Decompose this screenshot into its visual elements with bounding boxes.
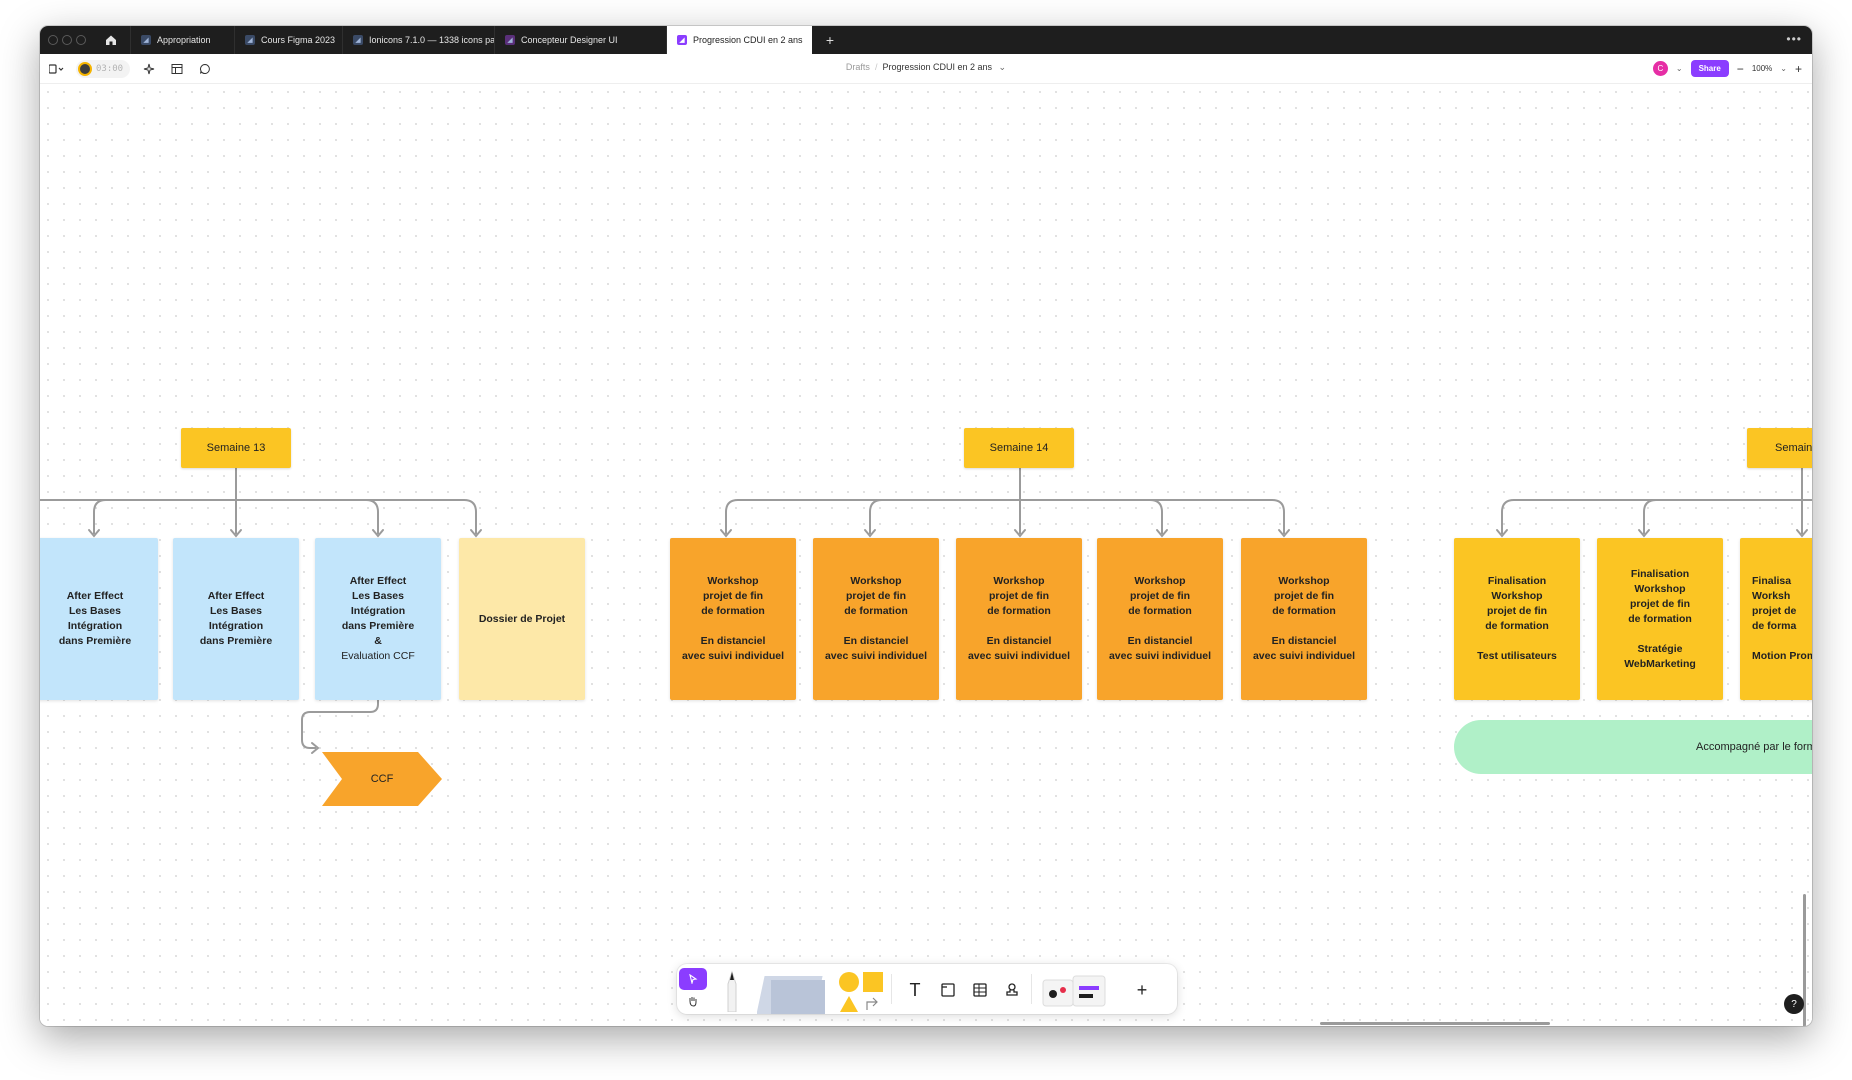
sticky-workshop-5[interactable]: Workshop projet de fin de formation En d… bbox=[1241, 538, 1367, 700]
new-tab-button[interactable]: + bbox=[825, 32, 835, 48]
sticky-finalisation-1[interactable]: Finalisation Workshop projet de fin de f… bbox=[1454, 538, 1580, 700]
sticky-after-effect-3[interactable]: After Effect Les Bases Intégration dans … bbox=[315, 538, 441, 700]
user-avatar[interactable]: C bbox=[1652, 61, 1668, 76]
week-13-header[interactable]: Semaine 13 bbox=[181, 428, 291, 468]
zoom-level[interactable]: 100% bbox=[1751, 64, 1773, 73]
select-tool-button[interactable] bbox=[679, 968, 707, 990]
comment-icon[interactable] bbox=[196, 60, 214, 78]
more-tools-button[interactable]: + bbox=[1136, 979, 1148, 1000]
section-tool-icon[interactable] bbox=[935, 976, 961, 1004]
board-canvas[interactable]: Semaine 13 Semaine 14 Semaine After Effe… bbox=[40, 84, 1812, 1026]
more-menu-icon[interactable]: ••• bbox=[1786, 32, 1802, 46]
hand-tool-icon[interactable] bbox=[679, 990, 707, 1012]
editor-toolbar: 03:00 Drafts/Progression CDUI en 2 ans ⌄… bbox=[40, 54, 1812, 84]
week-15-header[interactable]: Semaine bbox=[1747, 428, 1812, 468]
figjam-file-icon: ◢ bbox=[677, 35, 687, 45]
sticky-text-evaluation: Evaluation CCF bbox=[341, 650, 415, 662]
sticky-note-stack-icon[interactable] bbox=[757, 974, 827, 1014]
share-button[interactable]: Share bbox=[1690, 60, 1729, 77]
sticky-workshop-2[interactable]: Workshop projet de fin de formation En d… bbox=[813, 538, 939, 700]
file-name[interactable]: Progression CDUI en 2 ans bbox=[882, 62, 993, 72]
ai-sparkle-icon[interactable] bbox=[140, 60, 158, 78]
chevron-down-icon[interactable]: ⌄ bbox=[998, 62, 1007, 72]
sticky-workshop-3[interactable]: Workshop projet de fin de formation En d… bbox=[956, 538, 1082, 700]
shapes-tool-icon[interactable] bbox=[835, 970, 885, 1012]
chevron-down-icon[interactable]: ⌄ bbox=[1780, 64, 1787, 73]
tab-concepteur[interactable]: ◢ Concepteur Designer UI bbox=[494, 26, 634, 54]
week-14-header[interactable]: Semaine 14 bbox=[964, 428, 1074, 468]
sticky-workshop-4[interactable]: Workshop projet de fin de formation En d… bbox=[1097, 538, 1223, 700]
zoom-out-button[interactable]: − bbox=[1736, 61, 1744, 76]
maximize-window-button[interactable] bbox=[76, 35, 86, 45]
widgets-templates-icon[interactable] bbox=[1039, 972, 1109, 1010]
stamp-tool-icon[interactable] bbox=[999, 976, 1025, 1004]
figjam-file-icon: ◢ bbox=[353, 35, 363, 45]
figjam-file-icon: ◢ bbox=[141, 35, 151, 45]
sticky-after-effect-1[interactable]: After Effect Les Bases Intégration dans … bbox=[40, 538, 158, 700]
sticky-dossier-projet[interactable]: Dossier de Projet bbox=[459, 538, 585, 700]
chevron-down-icon[interactable]: ⌄ bbox=[1675, 64, 1683, 73]
tab-cours-figma[interactable]: ◢ Cours Figma 2023 bbox=[234, 26, 342, 54]
breadcrumb: Drafts/Progression CDUI en 2 ans ⌄ bbox=[845, 62, 1007, 72]
avatar bbox=[78, 62, 92, 76]
sticky-workshop-1[interactable]: Workshop projet de fin de formation En d… bbox=[670, 538, 796, 700]
dock-divider bbox=[1031, 974, 1032, 1004]
zoom-in-button[interactable]: + bbox=[1794, 61, 1802, 76]
connector-lines bbox=[40, 468, 1812, 754]
timer-value: 03:00 bbox=[96, 64, 124, 74]
tab-label: Cours Figma 2023 bbox=[261, 35, 336, 45]
tab-label: Progression CDUI en 2 ans bbox=[693, 35, 803, 45]
pen-tool-icon[interactable] bbox=[717, 970, 747, 1012]
help-button[interactable]: ? bbox=[1784, 994, 1804, 1014]
sticky-after-effect-2[interactable]: After Effect Les Bases Intégration dans … bbox=[173, 538, 299, 700]
text-tool-icon[interactable]: T bbox=[909, 979, 921, 1000]
sticky-finalisation-3[interactable]: Finalisa Worksh projet de de forma Motio… bbox=[1740, 538, 1812, 700]
close-window-button[interactable] bbox=[48, 35, 58, 45]
tab-bar: ◢ Appropriation ◢ Cours Figma 2023 ◢ Ion… bbox=[40, 26, 1812, 54]
tab-label: Appropriation bbox=[157, 35, 211, 45]
tab-progression[interactable]: ◢ Progression CDUI en 2 ans ✕ bbox=[666, 26, 812, 54]
timer-widget[interactable]: 03:00 bbox=[76, 60, 131, 78]
accompagnement-banner[interactable]: Accompagné par le form bbox=[1454, 720, 1812, 774]
horizontal-scrollbar[interactable] bbox=[1320, 1022, 1550, 1025]
layout-icon[interactable] bbox=[168, 60, 186, 78]
sticky-finalisation-2[interactable]: Finalisation Workshop projet de fin de f… bbox=[1597, 538, 1723, 700]
sticky-text: After Effect Les Bases Intégration dans … bbox=[341, 575, 415, 647]
figjam-window: ◢ Appropriation ◢ Cours Figma 2023 ◢ Ion… bbox=[40, 26, 1812, 1026]
table-tool-icon[interactable] bbox=[967, 976, 993, 1004]
vertical-scrollbar[interactable] bbox=[1803, 894, 1806, 1026]
figjam-file-icon: ◢ bbox=[505, 35, 515, 45]
breadcrumb-drafts[interactable]: Drafts bbox=[845, 62, 870, 72]
window-controls bbox=[48, 35, 86, 45]
creation-dock: T + bbox=[677, 964, 1177, 1014]
dock-divider bbox=[891, 974, 892, 1004]
tab-label: Concepteur Designer UI bbox=[521, 35, 618, 45]
ccf-label: CCF bbox=[370, 773, 394, 785]
tab-label: Ionicons 7.1.0 — 1338 icons pack (C bbox=[369, 35, 494, 45]
minimize-window-button[interactable] bbox=[62, 35, 72, 45]
tab-appropriation[interactable]: ◢ Appropriation bbox=[130, 26, 234, 54]
figjam-file-icon: ◢ bbox=[245, 35, 255, 45]
main-menu-button[interactable] bbox=[48, 60, 66, 78]
ccf-chevron-shape[interactable] bbox=[322, 752, 442, 806]
home-icon[interactable] bbox=[96, 26, 126, 54]
tab-ionicons[interactable]: ◢ Ionicons 7.1.0 — 1338 icons pack (C bbox=[342, 26, 494, 54]
